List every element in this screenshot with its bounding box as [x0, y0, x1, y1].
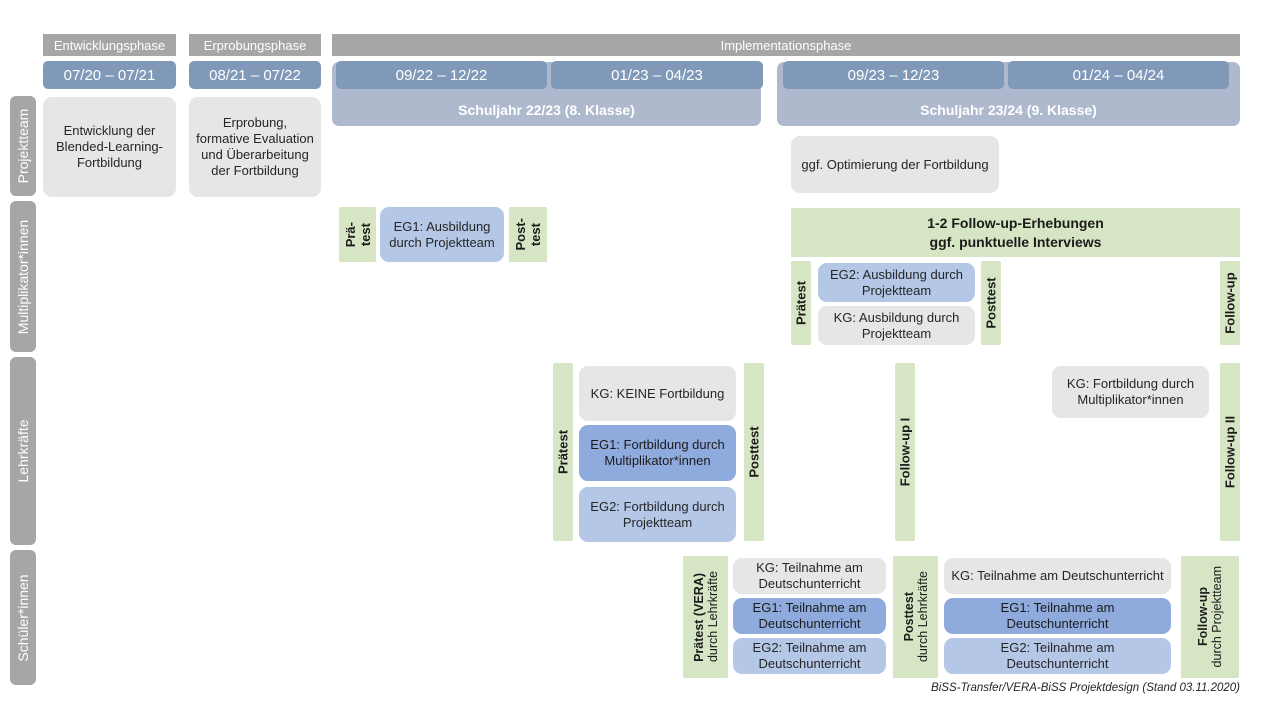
role-label: Multiplikator*innen: [15, 219, 31, 334]
followup-label: Follow-up: [1222, 272, 1238, 334]
banner-line-2: ggf. punktuelle Interviews: [929, 233, 1102, 250]
box-erprobung-evaluation: Erprobung, formative Evaluation und Über…: [189, 97, 321, 197]
period-chip-0722: 08/21 – 07/22: [189, 61, 321, 89]
box-kg-fortbildung-multiplikatoren: KG: Fortbildung durch Multiplikator*inne…: [1052, 366, 1209, 418]
posttest-label: Posttest: [901, 592, 916, 642]
box-eg1-teilnahme-rechts: EG1: Teilnahme am Deutschunterricht: [944, 598, 1171, 634]
posttest-label: Posttest: [983, 277, 999, 329]
posttest-line-1: Post-: [513, 218, 528, 251]
box-entwicklung-fortbildung: Entwicklung der Blended-Learning-Fortbil…: [43, 97, 176, 197]
school-year-label: Schuljahr 23/24 (9. Klasse): [920, 102, 1097, 118]
role-tab-lehrkraefte: Lehrkräfte: [10, 357, 36, 545]
box-eg2-teilnahme-rechts: EG2: Teilnahme am Deutschunterricht: [944, 638, 1171, 674]
period-chip-1222: 09/22 – 12/22: [336, 61, 547, 89]
phase-header-entwicklungsphase: Entwicklungsphase: [43, 34, 176, 56]
posttest-line-2: test: [528, 222, 543, 247]
box-kg-teilnahme-links: KG: Teilnahme am Deutschunterricht: [733, 558, 886, 594]
strip-praetest-multiplikatoren: Prä- test: [339, 207, 376, 262]
role-tab-schuelerinnen: Schüler*innen: [10, 550, 36, 685]
praetest-label: Prätest: [555, 429, 571, 475]
box-eg1-fortbildung-multiplikatoren: EG1: Fortbildung durch Multiplikator*inn…: [579, 425, 736, 481]
praetest-line-1: Prä-: [342, 221, 358, 248]
box-kg-teilnahme-rechts: KG: Teilnahme am Deutschunterricht: [944, 558, 1171, 594]
strip-posttest-multiplikatoren: Post- test: [509, 207, 547, 262]
phase-header-implementationsphase: Implementationsphase: [332, 34, 1240, 56]
strip-posttest-schueler: Posttest durch Lehrkräfte: [893, 556, 938, 678]
role-tab-projektteam: Projektteam: [10, 96, 36, 196]
period-chip-0423: 01/23 – 04/23: [551, 61, 763, 89]
strip-praetest-multiplikatoren-2: Prätest: [791, 261, 811, 345]
strip-followup-multiplikatoren: Follow-up: [1220, 261, 1240, 345]
strip-followup-schueler: Follow-up durch Projektteam: [1181, 556, 1239, 678]
box-kg-keine-fortbildung: KG: KEINE Fortbildung: [579, 366, 736, 421]
praetest-label: Prätest: [793, 280, 809, 326]
followup-2-label: Follow-up II: [1222, 415, 1238, 489]
praetest-vera-sublabel: durch Lehrkräfte: [705, 571, 720, 663]
period-chip-0424: 01/24 – 04/24: [1008, 61, 1229, 89]
banner-followup-erhebungen: 1-2 Follow-up-Erhebungen ggf. punktuelle…: [791, 208, 1240, 257]
followup-sublabel: durch Projektteam: [1209, 566, 1224, 668]
period-chip-0721: 07/20 – 07/21: [43, 61, 176, 89]
footer-caption: BiSS-Transfer/VERA-BiSS Projektdesign (S…: [931, 682, 1240, 694]
box-kg-ausbildung-projektteam: KG: Ausbildung durch Projektteam: [818, 306, 975, 345]
box-eg2-teilnahme-links: EG2: Teilnahme am Deutschunterricht: [733, 638, 886, 674]
period-chip-1223: 09/23 – 12/23: [783, 61, 1004, 89]
box-eg2-fortbildung-projektteam: EG2: Fortbildung durch Projektteam: [579, 487, 736, 542]
strip-praetest-vera-schueler: Prätest (VERA) durch Lehrkräfte: [683, 556, 728, 678]
followup-label: Follow-up: [1195, 587, 1210, 647]
strip-followup-1-lehrkraefte: Follow-up I: [895, 363, 915, 541]
posttest-sublabel: durch Lehrkräfte: [915, 571, 930, 663]
box-ggf-optimierung: ggf. Optimierung der Fortbildung: [791, 136, 999, 193]
banner-line-1: 1-2 Follow-up-Erhebungen: [927, 214, 1104, 231]
strip-followup-2-lehrkraefte: Follow-up II: [1220, 363, 1240, 541]
strip-praetest-lehrkraefte: Prätest: [553, 363, 573, 541]
box-eg2-ausbildung-projektteam: EG2: Ausbildung durch Projektteam: [818, 263, 975, 302]
box-eg1-teilnahme-links: EG1: Teilnahme am Deutschunterricht: [733, 598, 886, 634]
strip-posttest-lehrkraefte: Posttest: [744, 363, 764, 541]
followup-1-label: Follow-up I: [897, 417, 913, 487]
box-eg1-ausbildung-projektteam: EG1: Ausbildung durch Projektteam: [380, 207, 504, 262]
strip-posttest-multiplikatoren-2: Posttest: [981, 261, 1001, 345]
role-label: Lehrkräfte: [15, 419, 31, 483]
role-label: Projektteam: [15, 108, 31, 184]
school-year-label: Schuljahr 22/23 (8. Klasse): [458, 102, 635, 118]
role-tab-multiplikatorinnen: Multiplikator*innen: [10, 201, 36, 352]
posttest-label: Posttest: [746, 426, 762, 478]
praetest-line-2: test: [357, 222, 373, 247]
phase-header-erprobungsphase: Erprobungsphase: [189, 34, 321, 56]
role-label: Schüler*innen: [15, 573, 31, 662]
praetest-vera-label: Prätest (VERA): [691, 572, 706, 662]
